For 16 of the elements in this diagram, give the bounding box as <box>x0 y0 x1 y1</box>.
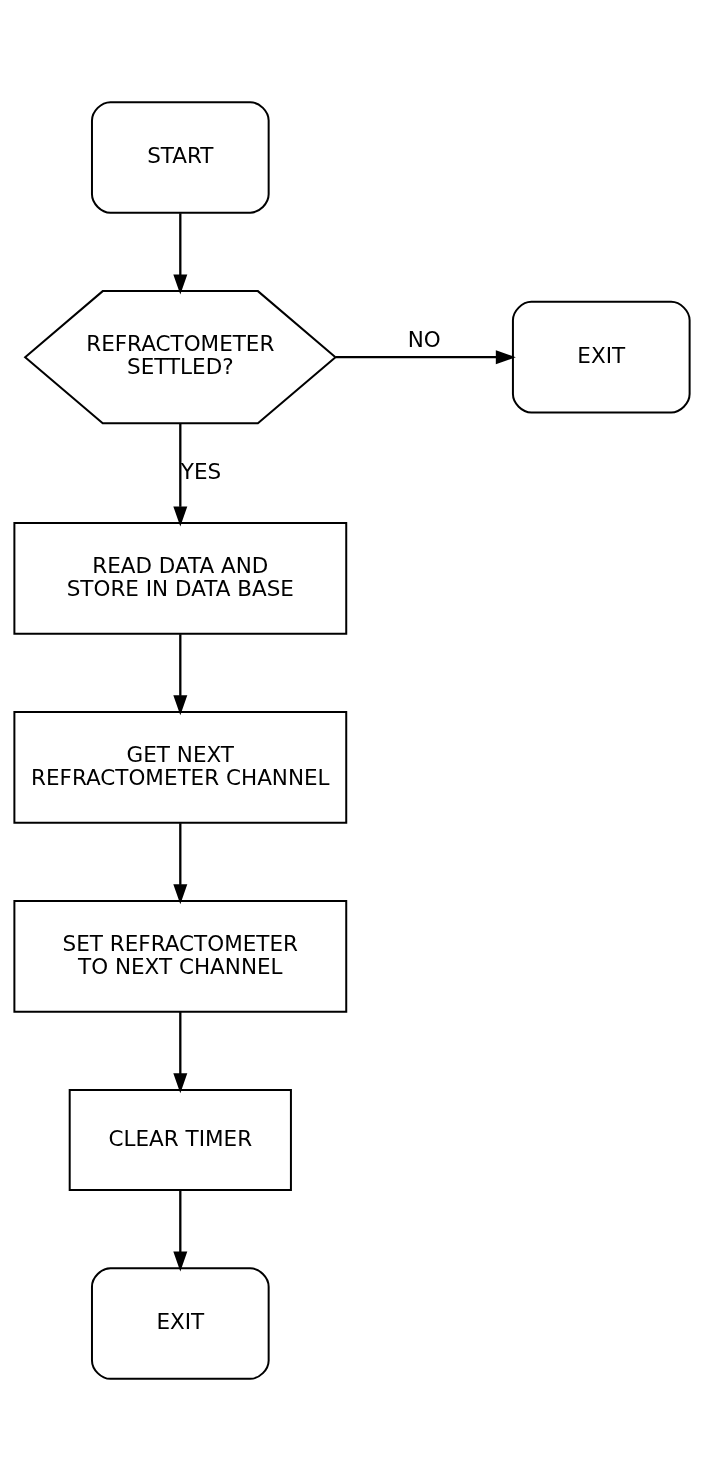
node-box: EXIT <box>511 300 691 414</box>
edge-label: YES <box>180 458 222 484</box>
node-box: START <box>90 101 270 214</box>
arrow <box>173 1012 188 1094</box>
node-box: CLEAR TIMER <box>68 1089 292 1191</box>
arrow <box>173 423 188 527</box>
node-box: SET REFRACTOMETER TO NEXT CHANNEL <box>13 900 348 1013</box>
arrow <box>173 1190 188 1272</box>
node-box: GET NEXT REFRACTOMETER CHANNEL <box>13 711 348 824</box>
arrow <box>173 213 188 295</box>
arrow <box>173 823 188 905</box>
edge-label: NO <box>407 326 441 352</box>
node-box: EXIT <box>90 1267 270 1380</box>
arrow <box>173 634 188 716</box>
node-box: READ DATA AND STORE IN DATA BASE <box>13 522 348 635</box>
arrow <box>335 350 516 365</box>
